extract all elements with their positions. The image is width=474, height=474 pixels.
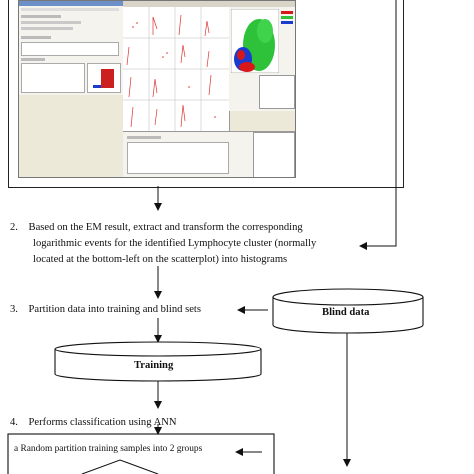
blind-data-cylinder xyxy=(272,288,424,334)
training-label: Training xyxy=(134,360,174,371)
plot-grid xyxy=(123,7,229,131)
blind-data-label: Blind data xyxy=(322,307,370,318)
step4-subbox xyxy=(7,433,275,474)
partition-shape xyxy=(81,459,159,474)
scatterplot xyxy=(231,9,279,73)
taskbar xyxy=(19,95,123,177)
main-window-panel xyxy=(19,1,124,95)
step2-line3: located at the bottom-left on the scatte… xyxy=(33,254,288,265)
software-screenshot xyxy=(18,0,296,178)
plot-matrix xyxy=(123,1,230,131)
step3-text: 3. Partition data into training and blin… xyxy=(10,304,201,315)
step4-sub-a: a Random partition training samples into… xyxy=(14,444,203,454)
step2-line2: logarithmic events for the identified Ly… xyxy=(33,238,317,249)
training-cylinder xyxy=(54,341,262,382)
step4-text: 4. Performs classification using ANN xyxy=(10,417,177,428)
step2-line1: 2. Based on the EM result, extract and t… xyxy=(10,222,303,233)
arrow-loop-to-step2 xyxy=(359,0,397,250)
log-panel xyxy=(123,131,295,177)
scatterplot-panel xyxy=(229,1,295,111)
histogram-bar xyxy=(101,69,114,88)
